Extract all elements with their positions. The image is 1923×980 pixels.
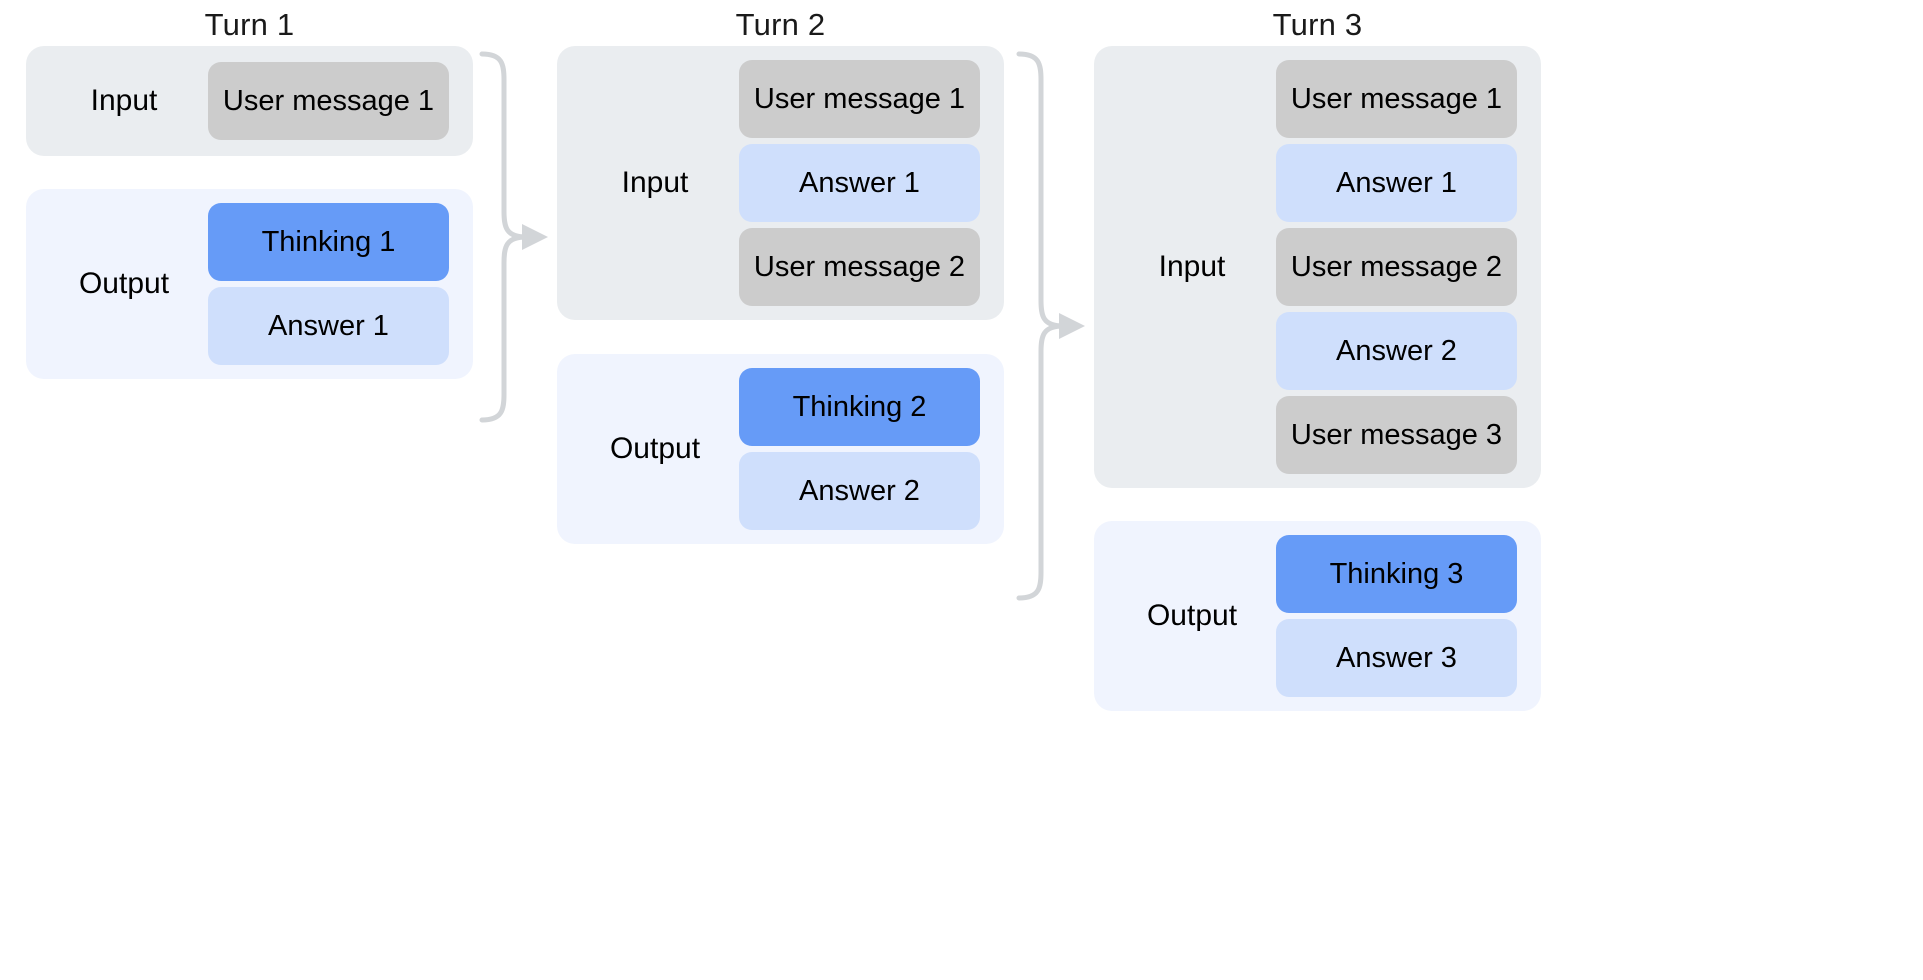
turn-2-output-label: Output	[609, 432, 701, 465]
turn-column-1: Turn 1 Input User message 1 Output Think…	[26, 0, 586, 379]
turn-2-input-blocks: User message 1 Answer 1 User message 2	[739, 60, 980, 306]
turn-2-input-card: Input User message 1 Answer 1 User messa…	[557, 46, 1004, 320]
turn-2-output-blocks: Thinking 2 Answer 2	[739, 368, 980, 530]
message-block-thinking: Thinking 1	[208, 203, 449, 281]
message-block-answer: Answer 1	[739, 144, 980, 222]
turn-3-input-blocks: User message 1 Answer 1 User message 2 A…	[1276, 60, 1517, 474]
turn-3-input-card: Input User message 1 Answer 1 User messa…	[1094, 46, 1541, 488]
message-block-answer: Answer 1	[208, 287, 449, 365]
message-block-user: User message 1	[739, 60, 980, 138]
message-block-user: User message 3	[1276, 396, 1517, 474]
turn-column-3: Turn 3 Input User message 1 Answer 1 Use…	[1094, 0, 1654, 711]
turn-1-output-blocks: Thinking 1 Answer 1	[208, 203, 449, 365]
message-block-user: User message 1	[208, 62, 449, 140]
turn-1-input-label: Input	[90, 84, 158, 117]
turn-3-output-blocks: Thinking 3 Answer 3	[1276, 535, 1517, 697]
turn-3-output-label: Output	[1146, 599, 1238, 632]
turn-3-output-card: Output Thinking 3 Answer 3	[1094, 521, 1541, 711]
message-block-user: User message 2	[1276, 228, 1517, 306]
turn-1-input-blocks: User message 1	[208, 62, 449, 140]
message-block-answer: Answer 1	[1276, 144, 1517, 222]
turn-2-output-card: Output Thinking 2 Answer 2	[557, 354, 1004, 544]
turn-title-3: Turn 3	[1272, 7, 1363, 42]
turn-column-2: Turn 2 Input User message 1 Answer 1 Use…	[557, 0, 1117, 544]
message-block-answer: Answer 2	[1276, 312, 1517, 390]
turn-title-2: Turn 2	[735, 7, 826, 42]
turn-1-output-card: Output Thinking 1 Answer 1	[26, 189, 473, 379]
turn-title-1: Turn 1	[204, 7, 295, 42]
turn-3-input-label: Input	[1158, 250, 1226, 283]
turn-2-input-label: Input	[621, 166, 689, 199]
message-block-user: User message 2	[739, 228, 980, 306]
message-block-thinking: Thinking 2	[739, 368, 980, 446]
message-block-answer: Answer 3	[1276, 619, 1517, 697]
message-block-user: User message 1	[1276, 60, 1517, 138]
turn-1-input-card: Input User message 1	[26, 46, 473, 156]
message-block-thinking: Thinking 3	[1276, 535, 1517, 613]
turn-1-output-label: Output	[78, 267, 170, 300]
message-block-answer: Answer 2	[739, 452, 980, 530]
